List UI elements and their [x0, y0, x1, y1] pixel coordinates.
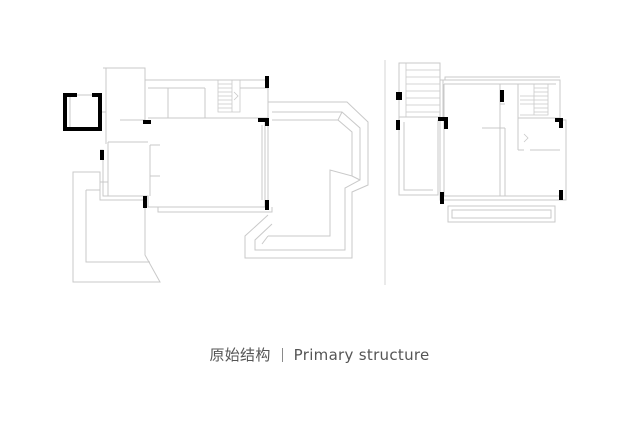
left-main-outline	[100, 67, 269, 208]
caption-chinese: 原始结构	[209, 346, 271, 364]
right-interior-walls	[482, 84, 560, 196]
right-stair	[520, 83, 549, 143]
plan-caption: 原始结构 Primary structure	[0, 344, 639, 365]
left-right-wing-inner	[254, 111, 361, 251]
left-columns	[63, 76, 269, 210]
caption-separator	[281, 348, 283, 362]
right-floor-plan	[396, 62, 567, 223]
left-floor-plan	[63, 67, 369, 283]
left-terrace-inner	[85, 190, 150, 263]
left-right-wing-outer	[244, 101, 369, 259]
right-bottom-balcony	[447, 205, 556, 223]
left-bay	[69, 94, 101, 130]
left-terrace	[72, 171, 161, 283]
left-stair	[217, 80, 241, 113]
left-interior-walls	[148, 87, 206, 119]
right-left-strip	[398, 117, 439, 196]
right-columns	[396, 90, 563, 204]
right-balcony-strip	[398, 62, 441, 118]
caption-english: Primary structure	[293, 346, 430, 364]
